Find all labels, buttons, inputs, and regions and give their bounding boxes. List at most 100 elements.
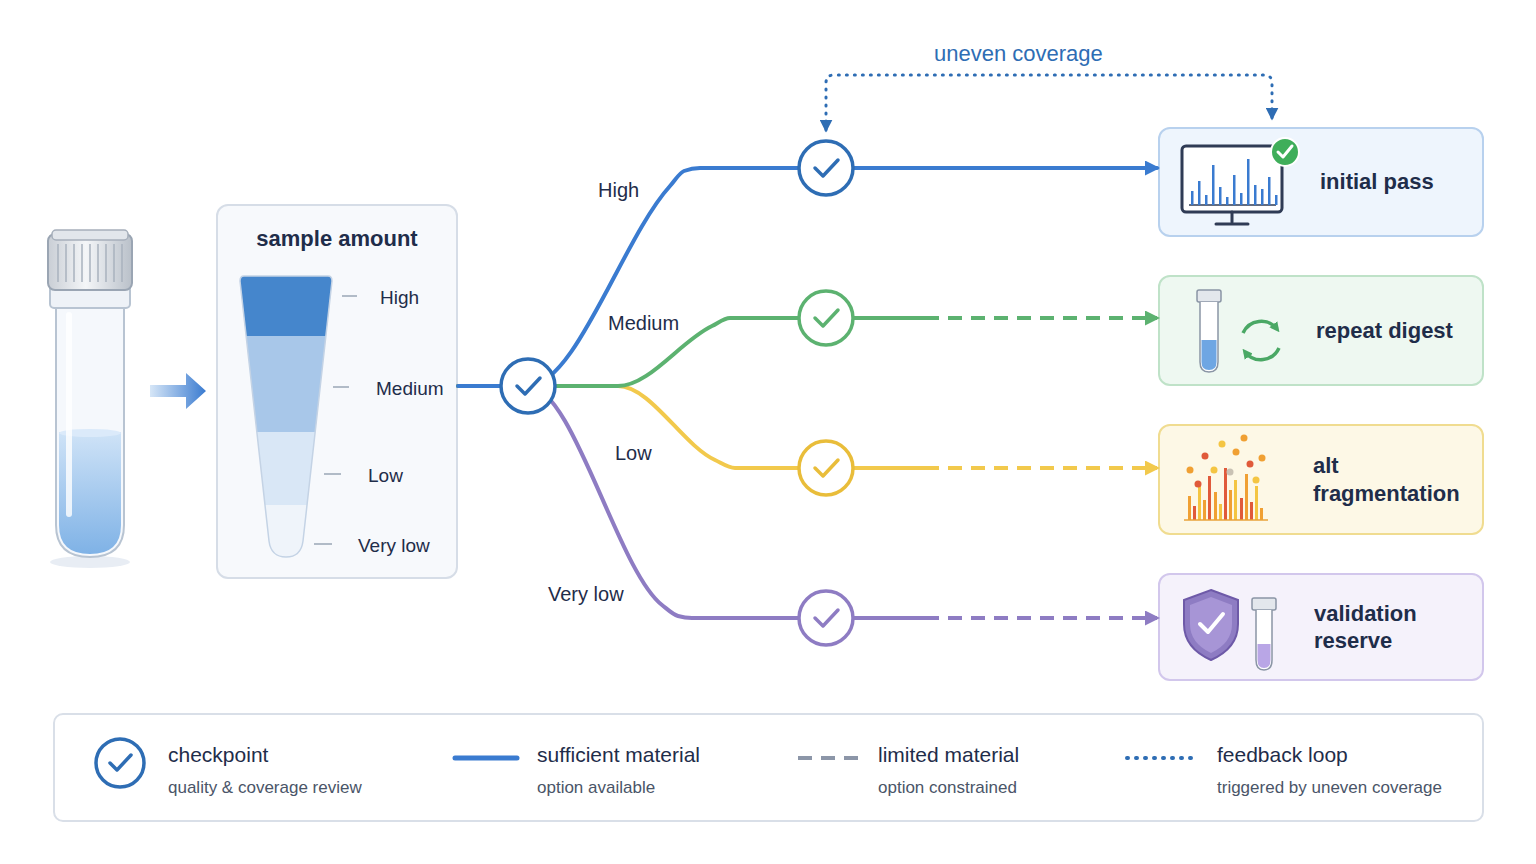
legend-title: sufficient material — [537, 742, 700, 768]
level-label: Very low — [358, 534, 430, 558]
test-tube — [121, 244, 123, 282]
test-tube — [65, 244, 67, 282]
panel-title: sample amount — [218, 225, 456, 253]
legend-sample — [455, 758, 517, 759]
fragment-bars — [1208, 476, 1211, 520]
fragment-dots — [1211, 467, 1218, 474]
legend-sample — [110, 755, 131, 770]
branch-connector — [458, 168, 1157, 386]
flow-arrow — [150, 373, 206, 409]
sample-funnel — [236, 505, 336, 561]
level-label: Low — [368, 464, 403, 488]
chart-bars — [1233, 175, 1236, 205]
legend-sample — [96, 739, 144, 787]
branch-label: Medium — [608, 311, 679, 336]
chart-bars — [1191, 159, 1278, 205]
fragment-dots — [1247, 461, 1254, 468]
monitor-icon — [1216, 212, 1248, 224]
checkpoint-symbol — [799, 291, 853, 345]
chart-bars — [1247, 159, 1250, 205]
fragment-dots — [1233, 449, 1240, 456]
legend-title: limited material — [878, 742, 1019, 768]
checkpoint-symbol — [799, 591, 853, 645]
chart-bars — [1261, 189, 1264, 205]
test-tube — [97, 244, 99, 282]
legend-sample — [1127, 758, 1195, 759]
legend-sample — [798, 756, 858, 760]
chart-bars — [1212, 165, 1215, 205]
digest-icon — [1243, 321, 1277, 333]
sample-funnel — [333, 386, 349, 388]
legend-sample — [96, 739, 144, 787]
checkpoint-symbol — [815, 460, 838, 476]
fragmentation-icon — [1184, 435, 1268, 521]
reserve-icon — [1184, 590, 1238, 660]
fragment-bars — [1214, 492, 1217, 520]
chart-bars — [1205, 195, 1208, 205]
test-tube — [48, 234, 132, 290]
sample-funnel — [236, 432, 336, 505]
test-tube — [113, 244, 115, 282]
digest-icon — [1200, 302, 1218, 372]
test-tube — [58, 244, 122, 282]
outcome-box: initial pass — [1158, 127, 1484, 237]
outcome-box: validation reserve — [1158, 573, 1484, 681]
branch-connector — [458, 386, 1157, 468]
fragmentation-icon — [1184, 519, 1268, 521]
sample-funnel — [314, 296, 357, 544]
outcome-box: repeat digest — [1158, 275, 1484, 386]
fragment-dots — [1259, 455, 1266, 462]
sample-funnel — [240, 276, 332, 557]
checkpoint-symbol — [799, 591, 853, 645]
fragment-bars — [1188, 468, 1263, 520]
test-tube — [89, 244, 91, 282]
digest-icon — [1202, 340, 1217, 370]
monitor-icon — [1182, 146, 1282, 212]
fragment-bars — [1198, 484, 1201, 520]
monitor-icon — [1278, 146, 1292, 157]
legend-description: quality & coverage review — [168, 777, 362, 798]
test-tube — [66, 312, 72, 517]
checkpoint-symbol — [799, 141, 853, 195]
chart-bars — [1226, 197, 1229, 205]
fragment-bars — [1245, 474, 1248, 520]
branch-connector — [458, 386, 925, 618]
checkpoint-symbol — [815, 310, 838, 326]
fragment-bars — [1255, 486, 1258, 520]
outcome-title: alt fragmentation — [1313, 426, 1478, 533]
digest-icon — [1245, 348, 1279, 360]
fragment-dots — [1187, 467, 1194, 474]
fragment-dots — [1202, 453, 1209, 460]
branch-label: Very low — [548, 582, 624, 607]
sample-funnel — [236, 272, 357, 561]
sample-funnel — [314, 543, 332, 545]
fragment-bars — [1240, 498, 1243, 520]
sample-funnel — [236, 336, 336, 432]
chart-bars — [1198, 181, 1201, 205]
branch-connector — [925, 316, 1157, 320]
fragment-dots — [1219, 441, 1226, 448]
chart-bars — [1275, 195, 1278, 205]
checkpoint-symbol — [799, 441, 853, 495]
test-tube — [56, 300, 124, 557]
branch-connector — [925, 616, 1157, 620]
branch-connector — [925, 466, 1157, 470]
legend-title: checkpoint — [168, 742, 268, 768]
sample-amount-panel: sample amountHighMediumLowVery low — [216, 204, 458, 579]
feedback-loop — [826, 75, 1272, 130]
legend-sample — [798, 758, 858, 759]
level-label: Medium — [376, 377, 444, 401]
checkpoint-symbol — [815, 160, 838, 176]
reserve-icon — [1252, 598, 1276, 610]
fragment-bars — [1234, 480, 1237, 520]
branch-connector — [458, 386, 925, 468]
legend-title: feedback loop — [1217, 742, 1348, 768]
fragment-dots — [1187, 435, 1266, 488]
checkpoint-symbol — [517, 378, 540, 394]
fragment-bars — [1260, 508, 1263, 520]
checkpoint-symbol — [501, 359, 555, 413]
fragment-bars — [1229, 490, 1232, 520]
chart-bars — [1254, 185, 1257, 205]
legend-sample — [1127, 756, 1195, 760]
